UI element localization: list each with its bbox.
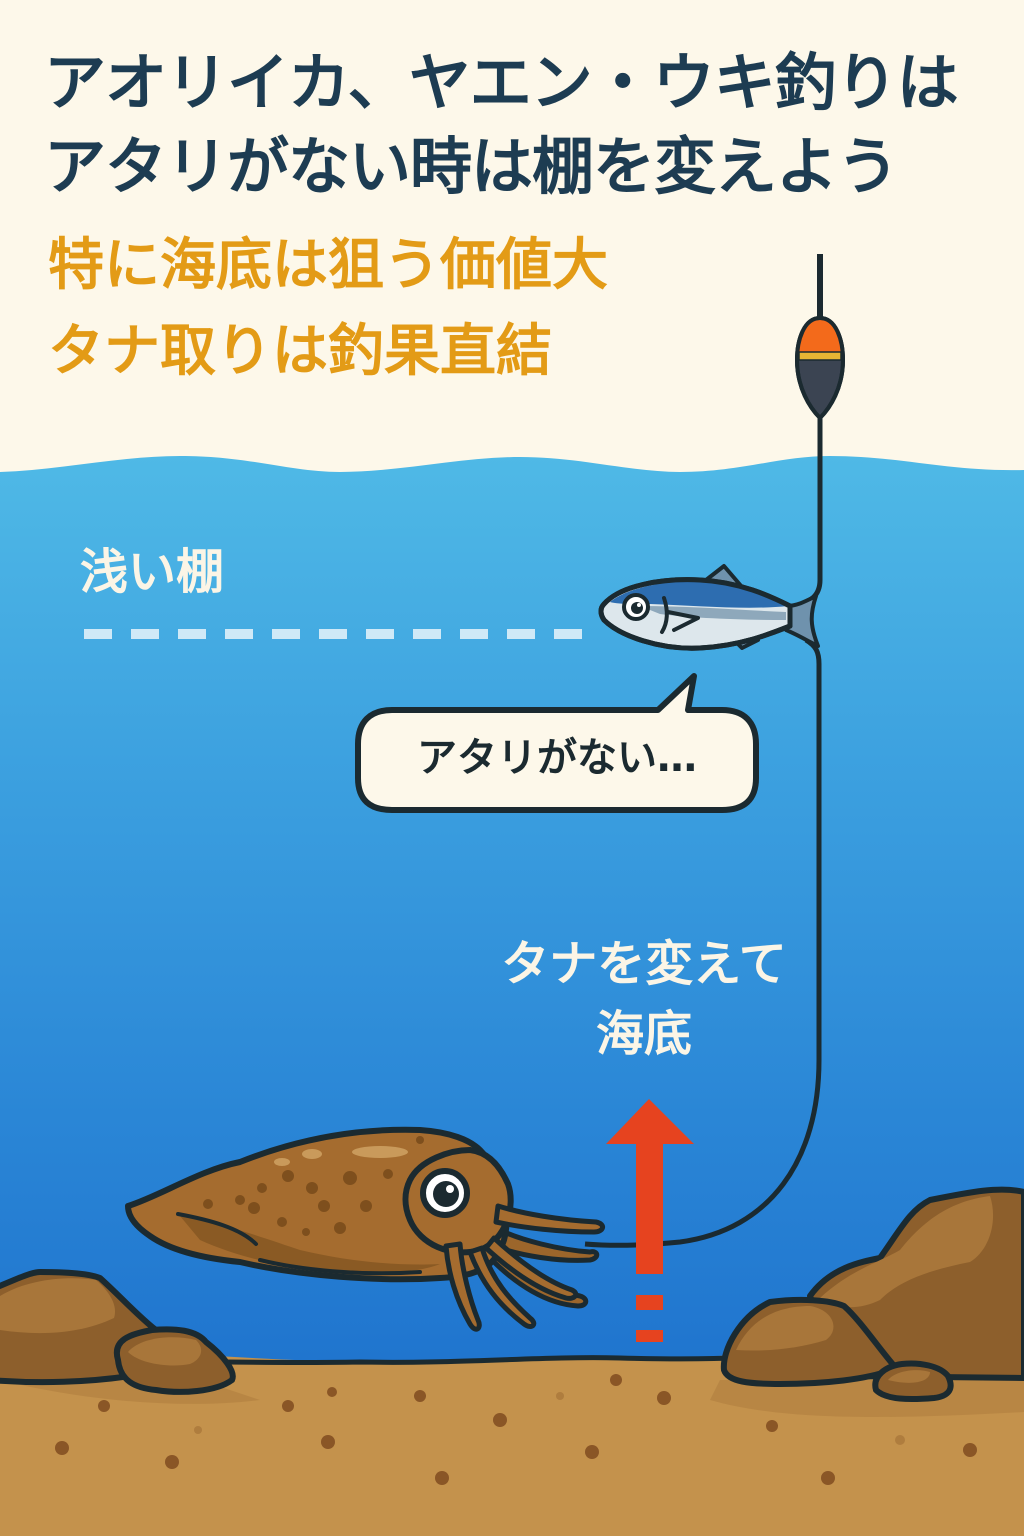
fishing-float-icon <box>794 254 846 421</box>
subtitle-line-2: タナ取りは釣果直結 <box>48 319 552 384</box>
left-rocks <box>0 1269 236 1395</box>
shallow-tana-dashed-line <box>84 629 582 639</box>
title-line-2: アタリがない時は棚を変えよう <box>44 130 899 203</box>
up-arrow-icon <box>606 1099 694 1342</box>
change-tana-label-line-2: 海底 <box>595 1006 692 1062</box>
speech-bubble <box>355 673 759 813</box>
shallow-tana-label: 浅い棚 <box>80 544 225 600</box>
change-tana-label-line-1: タナを変えて <box>501 936 787 992</box>
title-line-1: アオリイカ、ヤエン・ウキ釣りは <box>44 46 959 119</box>
horse-mackerel-bait-icon <box>598 564 820 651</box>
subtitle-line-1: 特に海底は狙う価値大 <box>48 233 608 298</box>
sand-pebbles <box>55 1374 977 1485</box>
right-rocks <box>720 1186 1024 1402</box>
cuttlefish-icon <box>125 1126 605 1332</box>
speech-bubble-text: アタリがない… <box>417 735 697 781</box>
